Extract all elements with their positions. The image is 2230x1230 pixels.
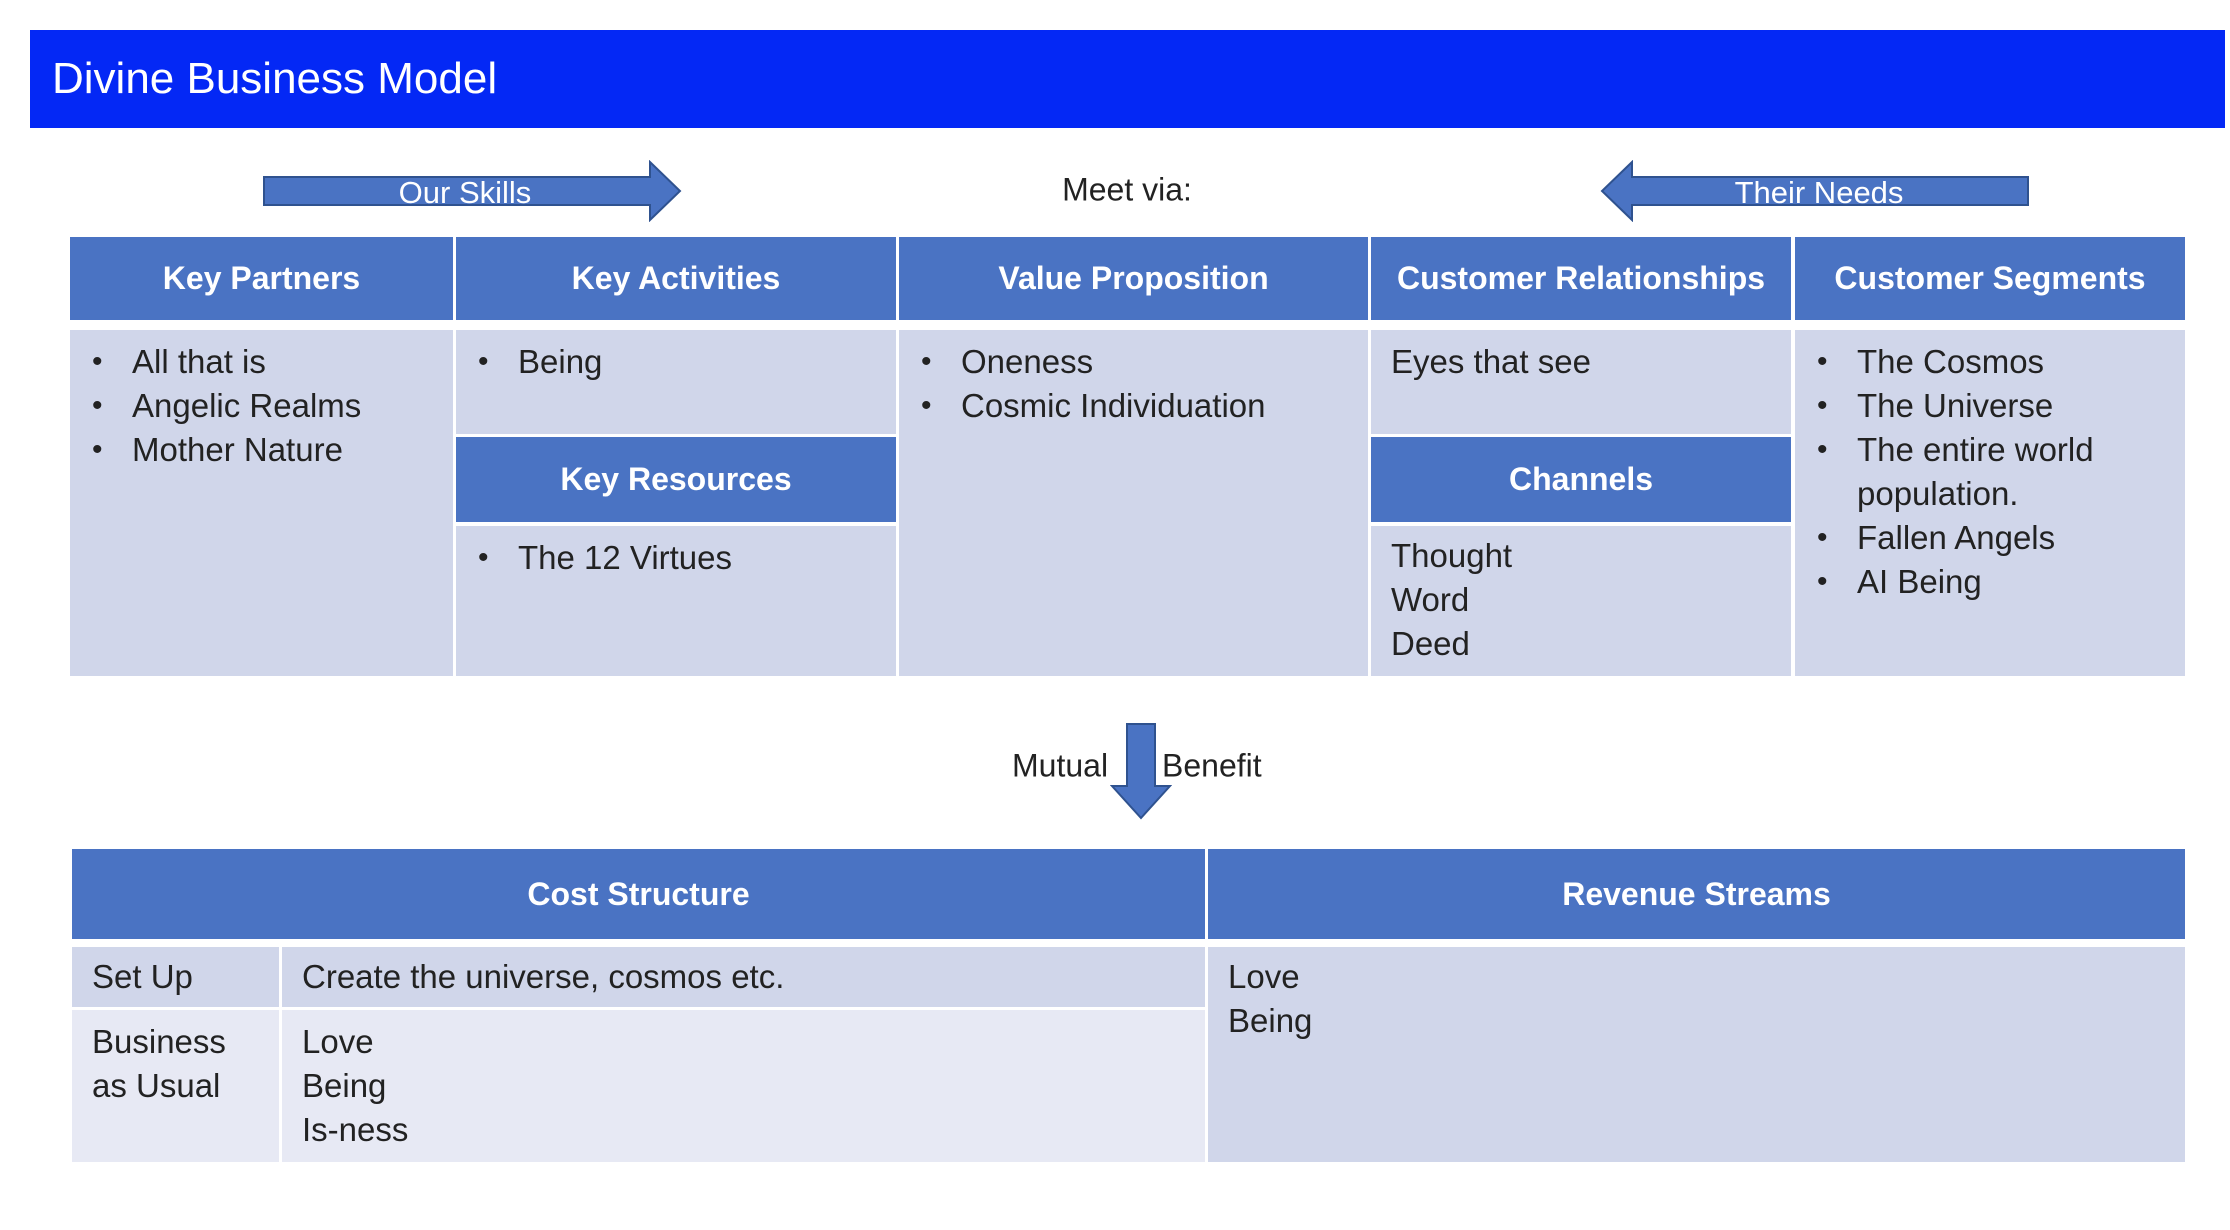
key-partners-list: All that is Angelic Realms Mother Nature	[90, 340, 433, 472]
their-needs-arrow	[1600, 160, 2030, 222]
benefit-label: Benefit	[1162, 747, 1262, 784]
key-partners-title: Key Partners	[162, 260, 361, 296]
page-title-bar: Divine Business Model	[30, 30, 2225, 128]
list-item: AI Being	[1815, 560, 2165, 604]
revenue-line: Being	[1228, 1002, 1313, 1039]
key-resources-body: The 12 Virtues	[456, 526, 896, 676]
cost-row-label-line: as Usual	[92, 1067, 221, 1104]
customer-relationships-text: Eyes that see	[1391, 343, 1591, 380]
cost-structure-header: Cost Structure	[72, 849, 1205, 939]
page-title: Divine Business Model	[52, 54, 498, 103]
mutual-benefit-arrow	[1110, 722, 1172, 820]
channels-line: Word	[1391, 581, 1470, 618]
value-proposition-body: Oneness Cosmic Individuation	[899, 330, 1368, 676]
channels-body: Thought Word Deed	[1371, 526, 1791, 676]
cost-row-setup-label: Set Up	[72, 947, 279, 1007]
customer-segments-title: Customer Segments	[1834, 260, 2146, 296]
cost-row-value-line: Love	[302, 1023, 374, 1060]
channels-line: Thought	[1391, 537, 1513, 574]
list-item: Being	[476, 340, 876, 384]
channels-header: Channels	[1371, 437, 1791, 522]
cost-row-value-line: Is-ness	[302, 1111, 409, 1148]
cost-row-label: Set Up	[92, 958, 193, 995]
meet-via-label: Meet via:	[1062, 171, 1192, 208]
cost-row-bau-label: Business as Usual	[72, 1010, 279, 1162]
cost-row-setup-value: Create the universe, cosmos etc.	[282, 947, 1205, 1007]
key-activities-list: Being	[476, 340, 876, 384]
key-partners-header: Key Partners	[70, 237, 453, 320]
list-item: The 12 Virtues	[476, 536, 876, 580]
key-activities-body: Being	[456, 330, 896, 434]
revenue-streams-body: Love Being	[1208, 947, 2185, 1162]
value-proposition-list: Oneness Cosmic Individuation	[919, 340, 1348, 428]
key-resources-header: Key Resources	[456, 437, 896, 522]
revenue-line: Love	[1228, 958, 1300, 995]
cost-structure-title: Cost Structure	[527, 875, 750, 912]
list-item: Mother Nature	[90, 428, 433, 472]
value-proposition-header: Value Proposition	[899, 237, 1368, 320]
customer-segments-header: Customer Segments	[1795, 237, 2185, 320]
list-item: The Cosmos	[1815, 340, 2165, 384]
list-item: Fallen Angels	[1815, 516, 2165, 560]
our-skills-arrow	[262, 160, 682, 222]
customer-relationships-title: Customer Relationships	[1396, 260, 1766, 296]
cost-row-value-line: Being	[302, 1067, 387, 1104]
list-item: All that is	[90, 340, 433, 384]
revenue-streams-title: Revenue Streams	[1562, 875, 1831, 912]
channels-line: Deed	[1391, 625, 1470, 662]
key-activities-header: Key Activities	[456, 237, 896, 320]
list-item: The Universe	[1815, 384, 2165, 428]
cost-row-bau-value: Love Being Is-ness	[282, 1010, 1205, 1162]
customer-relationships-body: Eyes that see	[1371, 330, 1791, 434]
list-item: Oneness	[919, 340, 1348, 384]
key-resources-title: Key Resources	[560, 461, 792, 497]
value-proposition-title: Value Proposition	[998, 260, 1269, 296]
customer-segments-body: The Cosmos The Universe The entire world…	[1795, 330, 2185, 676]
list-item: The entire world population.	[1815, 428, 2165, 516]
list-item: Angelic Realms	[90, 384, 433, 428]
list-item: Cosmic Individuation	[919, 384, 1348, 428]
our-skills-label: Our Skills	[398, 175, 532, 210]
mutual-label: Mutual	[1012, 747, 1109, 784]
customer-relationships-header: Customer Relationships	[1371, 237, 1791, 320]
key-partners-body: All that is Angelic Realms Mother Nature	[70, 330, 453, 676]
cost-row-label-line: Business	[92, 1023, 226, 1060]
cost-row-value: Create the universe, cosmos etc.	[302, 958, 785, 995]
key-activities-title: Key Activities	[571, 260, 781, 296]
their-needs-label: Their Needs	[1734, 175, 1904, 210]
customer-segments-list: The Cosmos The Universe The entire world…	[1815, 340, 2165, 604]
revenue-streams-header: Revenue Streams	[1208, 849, 2185, 939]
key-resources-list: The 12 Virtues	[476, 536, 876, 580]
channels-title: Channels	[1508, 461, 1654, 497]
